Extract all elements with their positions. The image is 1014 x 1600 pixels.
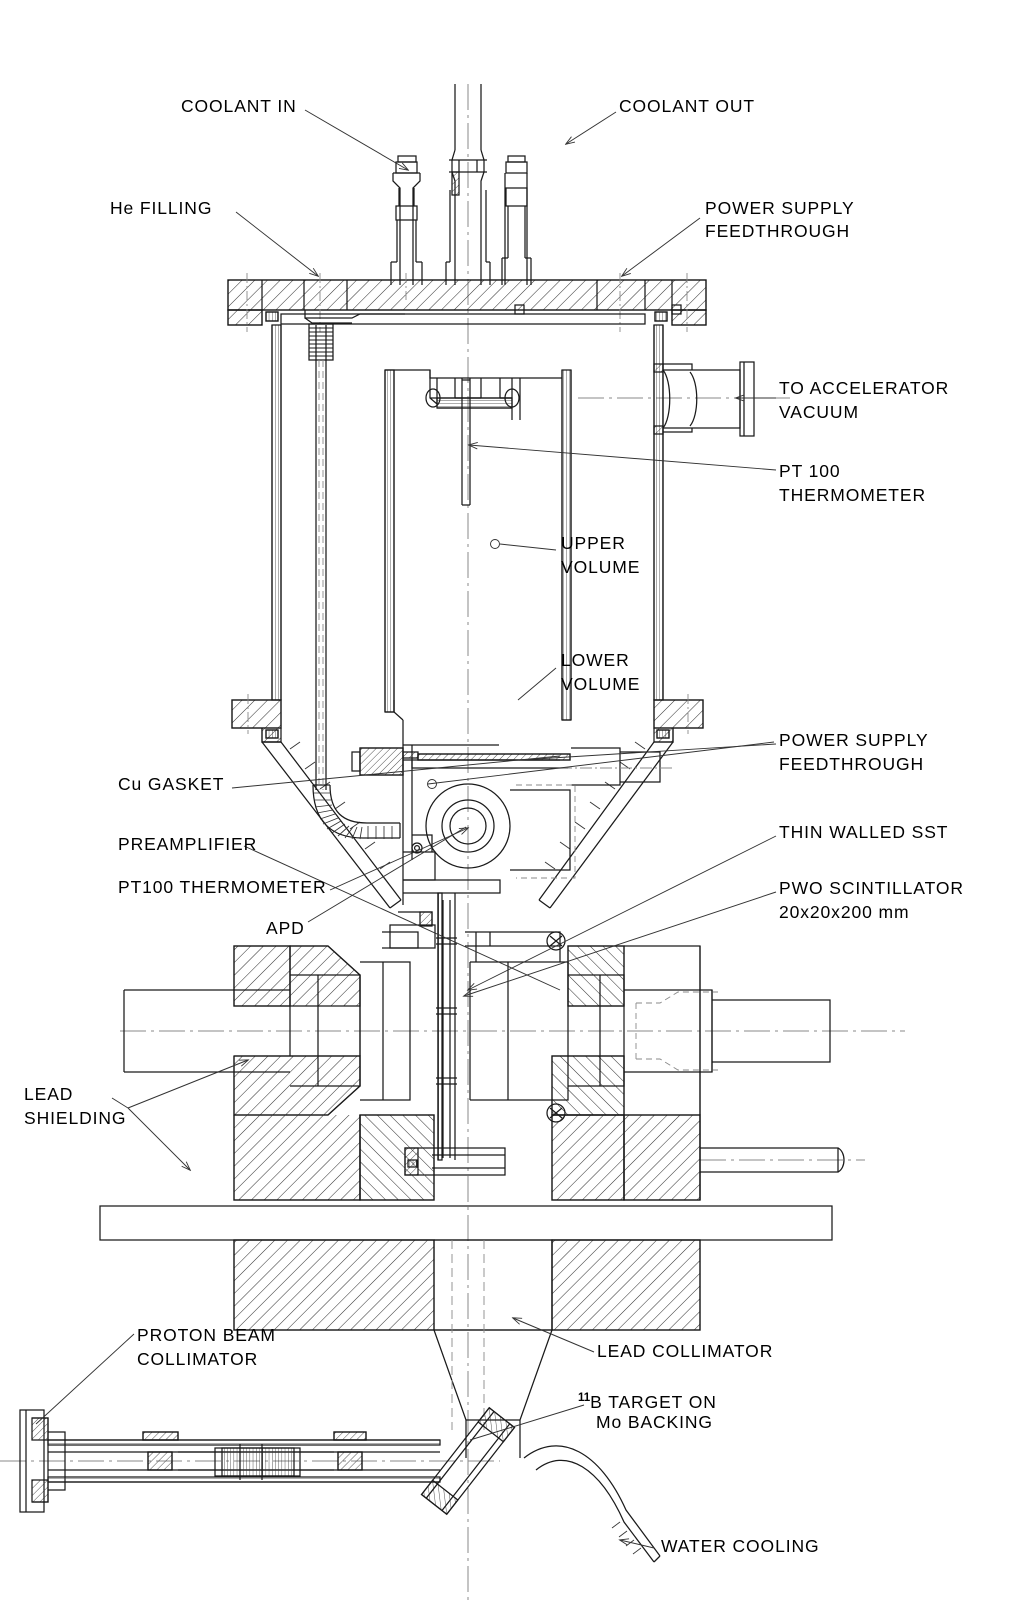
label-pt100-thermometer: PT100 THERMOMETER <box>118 877 327 897</box>
label-feedthrough-top: FEEDTHROUGH <box>705 221 851 241</box>
label-feedthrough-mid: FEEDTHROUGH <box>779 754 925 774</box>
label-power-supply-top: POWER SUPPLY <box>705 198 855 218</box>
label-lead-collimator: LEAD COLLIMATOR <box>597 1341 774 1361</box>
lower-volume-housing <box>312 325 672 905</box>
label-he-filling: He FILLING <box>110 198 213 218</box>
label-lead-shielding-line1: LEAD <box>24 1084 74 1104</box>
label-preamplifier: PREAMPLIFIER <box>118 834 258 854</box>
leader-lines <box>35 109 777 1549</box>
label-apd: APD <box>266 918 305 938</box>
label-lead-shielding-line2: SHIELDING <box>24 1108 127 1128</box>
lower-lead-collimator <box>233 1239 701 1458</box>
label-proton-beam: PROTON BEAM <box>137 1325 276 1345</box>
proton-beam-line <box>19 1406 661 1563</box>
top-flange <box>227 273 707 361</box>
detector-lead-assembly <box>123 931 845 1201</box>
label-coolant-in: COOLANT IN <box>181 96 297 116</box>
label-coolant-out: COOLANT OUT <box>619 96 755 116</box>
label-thermometer-right: THERMOMETER <box>779 485 926 505</box>
label-pwo-dimensions: 20x20x200 mm <box>779 902 910 922</box>
label-lower-volume-line1: LOWER <box>561 650 630 670</box>
label-pwo-scintillator: PWO SCINTILLATOR <box>779 878 964 898</box>
isotope-superscript: 11 <box>578 1392 591 1404</box>
label-pt100-right: PT 100 <box>779 461 841 481</box>
top-tube-assembly <box>390 84 532 285</box>
label-water-cooling: WATER COOLING <box>661 1536 820 1556</box>
label-upper-volume-line2: VOLUME <box>561 557 641 577</box>
label-mo-backing: Mo BACKING <box>596 1412 713 1432</box>
inner-helium-vessel <box>384 369 572 721</box>
b11-target-text: B TARGET ON <box>590 1391 717 1412</box>
support-plate <box>99 1205 833 1241</box>
label-b11-target: 11B TARGET ON <box>578 1387 717 1414</box>
middle-flange <box>231 694 704 743</box>
label-vacuum: VACUUM <box>779 402 859 422</box>
accelerator-vacuum-port <box>653 361 755 437</box>
label-collimator: COLLIMATOR <box>137 1349 259 1369</box>
label-to-accelerator: TO ACCELERATOR <box>779 378 950 398</box>
label-thin-walled-sst: THIN WALLED SST <box>779 822 949 842</box>
label-power-supply-mid: POWER SUPPLY <box>779 730 929 750</box>
label-cu-gasket: Cu GASKET <box>118 774 225 794</box>
label-upper-volume-line1: UPPER <box>561 533 626 553</box>
label-lower-volume-line2: VOLUME <box>561 674 641 694</box>
